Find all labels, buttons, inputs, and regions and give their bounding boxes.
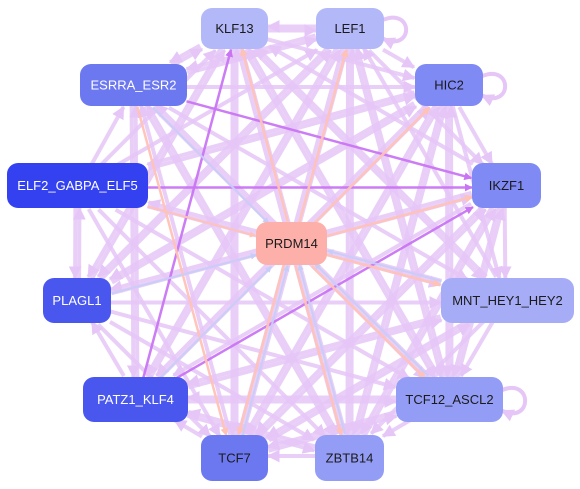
edge-tcf12-ascl2-to-prdm14 xyxy=(313,262,429,377)
node-mnt-hey1-hey2[interactable]: MNT_HEY1_HEY2 xyxy=(441,278,574,323)
edge-prdm14-to-ikzf1 xyxy=(327,194,474,238)
node-box xyxy=(43,278,111,323)
node-lef1[interactable]: LEF1 xyxy=(316,8,384,49)
edge-esrra-esr2-to-mnt-hey1-hey2 xyxy=(167,105,469,282)
edge-prdm14-to-tcf7 xyxy=(236,264,286,436)
node-box xyxy=(315,435,384,481)
node-prdm14[interactable]: PRDM14 xyxy=(256,222,327,265)
node-box xyxy=(256,222,327,265)
node-box xyxy=(415,64,483,106)
node-label: ZBTB14 xyxy=(326,451,374,466)
node-label: PATZ1_KLF4 xyxy=(97,392,174,407)
edge-esrra-esr2-to-prdm14 xyxy=(152,106,270,225)
edge-patz1-klf4-to-esrra-esr2 xyxy=(129,104,143,378)
node-box xyxy=(472,163,541,208)
edge-klf13-to-tcf12-ascl2 xyxy=(242,48,437,380)
self-loop-tcf12-ascl2 xyxy=(500,386,527,422)
node-tcf7[interactable]: TCF7 xyxy=(201,435,268,481)
edge-tcf12-ascl2-to-klf13 xyxy=(246,46,440,378)
edge-prdm14-to-zbtb14 xyxy=(294,265,344,437)
edge-prdm14-to-hic2 xyxy=(313,106,431,225)
edge-ikzf1-to-mnt-hey1-hey2 xyxy=(498,207,512,280)
edge-lef1-to-hic2 xyxy=(382,47,416,70)
edge-tcf7-to-prdm14 xyxy=(241,264,290,436)
edge-lef1-to-esrra-esr2 xyxy=(185,33,317,73)
node-label: ESRRA_ESR2 xyxy=(91,78,177,93)
edge-zbtb14-to-prdm14 xyxy=(297,263,347,435)
edge-esrra-esr2-to-tcf7 xyxy=(136,106,229,437)
edge-patz1-klf4-to-ikzf1 xyxy=(174,206,474,380)
edge-prdm14-to-klf13 xyxy=(239,47,289,222)
node-zbtb14[interactable]: ZBTB14 xyxy=(315,435,384,481)
node-label: KLF13 xyxy=(215,21,253,36)
edge-prdm14-to-lef1 xyxy=(298,48,349,223)
node-plagl1[interactable]: PLAGL1 xyxy=(43,278,111,323)
node-esrra-esr2[interactable]: ESRRA_ESR2 xyxy=(80,64,187,106)
self-loop-hic2 xyxy=(480,72,507,107)
edge-klf13-to-plagl1 xyxy=(86,46,223,279)
node-tcf12-ascl2[interactable]: TCF12_ASCL2 xyxy=(396,377,503,422)
edge-patz1-klf4-to-plagl1 xyxy=(90,320,126,378)
edge-hic2-to-ikzf1 xyxy=(457,106,494,166)
edge-esrra-esr2-to-ikzf1 xyxy=(186,100,473,181)
edge-elf2-gabpa-elf5-to-tcf12-ascl2 xyxy=(114,207,411,381)
edge-zbtb14-to-esrra-esr2 xyxy=(145,103,340,436)
edge-tcf12-ascl2-to-zbtb14 xyxy=(381,418,412,438)
edge-lef1-to-zbtb14 xyxy=(341,48,354,437)
edge-elf2-gabpa-elf5-to-esrra-esr2 xyxy=(90,105,126,165)
edge-mnt-hey1-hey2-to-tcf12-ascl2 xyxy=(459,320,495,378)
node-box xyxy=(83,377,188,422)
node-ikzf1[interactable]: IKZF1 xyxy=(472,163,541,208)
edge-patz1-klf4-to-prdm14 xyxy=(158,265,273,380)
node-elf2-gabpa-elf5[interactable]: ELF2_GABPA_ELF5 xyxy=(7,163,148,208)
node-box xyxy=(441,278,574,323)
edge-mnt-hey1-hey2-to-prdm14 xyxy=(326,249,442,282)
edge-plagl1-to-hic2 xyxy=(110,104,418,285)
node-box xyxy=(396,377,503,422)
edge-plagl1-to-prdm14 xyxy=(111,253,258,295)
edge-klf13-to-mnt-hey1-hey2 xyxy=(252,48,485,281)
node-label: IKZF1 xyxy=(489,178,524,193)
node-label: TCF7 xyxy=(218,451,251,466)
edge-zbtb14-to-lef1 xyxy=(345,47,359,436)
node-klf13[interactable]: KLF13 xyxy=(201,8,268,49)
node-box xyxy=(316,8,384,49)
node-box xyxy=(201,435,268,481)
node-hic2[interactable]: HIC2 xyxy=(415,64,483,106)
edge-lef1-to-tcf12-ascl2 xyxy=(351,48,445,379)
node-label: PRDM14 xyxy=(265,236,318,251)
edge-prdm14-to-tcf12-ascl2 xyxy=(311,265,427,380)
self-loop-lef1 xyxy=(381,15,408,50)
node-box xyxy=(7,163,148,208)
node-label: LEF1 xyxy=(334,21,365,36)
edge-mnt-hey1-hey2-to-patz1-klf4 xyxy=(186,314,442,387)
edge-ikzf1-to-tcf7 xyxy=(254,205,485,436)
edge-tcf12-ascl2-to-tcf7 xyxy=(266,410,397,451)
edge-ikzf1-to-patz1-klf4 xyxy=(172,201,472,378)
node-label: TCF12_ASCL2 xyxy=(405,392,493,407)
edge-hic2-to-plagl1 xyxy=(108,101,416,281)
node-label: ELF2_GABPA_ELF5 xyxy=(17,178,137,193)
node-label: PLAGL1 xyxy=(52,293,101,308)
edge-elf2-gabpa-elf5-to-prdm14 xyxy=(147,205,257,238)
node-label: HIC2 xyxy=(434,78,464,93)
edge-patz1-klf4-to-klf13 xyxy=(142,48,234,378)
node-box xyxy=(201,8,268,49)
node-label: MNT_HEY1_HEY2 xyxy=(452,293,563,308)
node-patz1-klf4[interactable]: PATZ1_KLF4 xyxy=(83,377,188,422)
node-box xyxy=(80,64,187,106)
edge-klf13-to-esrra-esr2 xyxy=(168,43,201,65)
edge-prdm14-to-mnt-hey1-hey2 xyxy=(326,253,442,287)
